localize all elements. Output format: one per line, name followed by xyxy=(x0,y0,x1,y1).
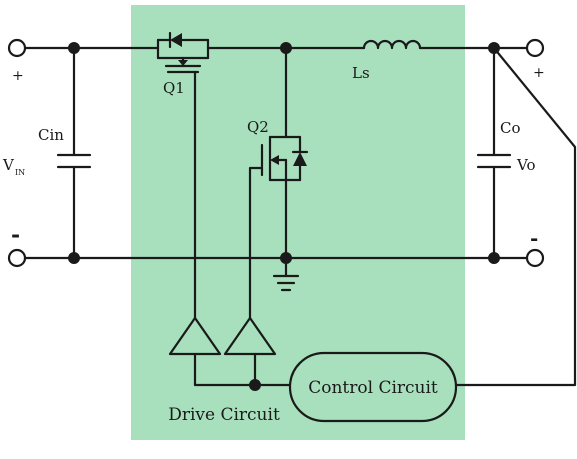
q2-mosfet xyxy=(260,135,309,182)
input-minus-label: - xyxy=(11,222,20,248)
vin-subscript: IN xyxy=(15,168,25,177)
input-negative-terminal xyxy=(7,248,27,268)
feedback-wire xyxy=(454,46,577,387)
junction-dot xyxy=(249,379,261,391)
co-label: Co xyxy=(500,119,521,137)
junction-dot xyxy=(488,42,500,54)
q2-label: Q2 xyxy=(247,118,269,136)
q1-mosfet xyxy=(156,31,210,82)
junction-dot xyxy=(68,252,80,264)
output-negative-terminal xyxy=(525,248,545,268)
output-minus-label: - xyxy=(530,226,538,250)
control-circuit-block xyxy=(288,351,458,423)
drive-circuit-label: Drive Circuit xyxy=(168,405,280,425)
ground-symbol xyxy=(272,256,300,292)
cin-label: Cin xyxy=(38,126,64,144)
output-plus-label: + xyxy=(533,65,545,81)
junction-dot xyxy=(280,42,292,54)
input-plus-label: + xyxy=(12,68,24,84)
vo-label: Vo xyxy=(516,156,536,174)
q1-label: Q1 xyxy=(163,79,185,97)
vin-label: V xyxy=(2,156,15,174)
junction-dot xyxy=(488,252,500,264)
drive-buffer-q2 xyxy=(223,316,277,356)
inductor-label: Ls xyxy=(352,64,370,82)
junction-dot xyxy=(68,42,80,54)
q2-gate-wire xyxy=(248,166,264,320)
output-positive-terminal xyxy=(525,38,545,58)
input-positive-terminal xyxy=(7,38,27,58)
junction-dot xyxy=(280,252,292,264)
inductor-ls xyxy=(362,39,422,50)
control-circuit-label: Control Circuit xyxy=(308,378,438,398)
